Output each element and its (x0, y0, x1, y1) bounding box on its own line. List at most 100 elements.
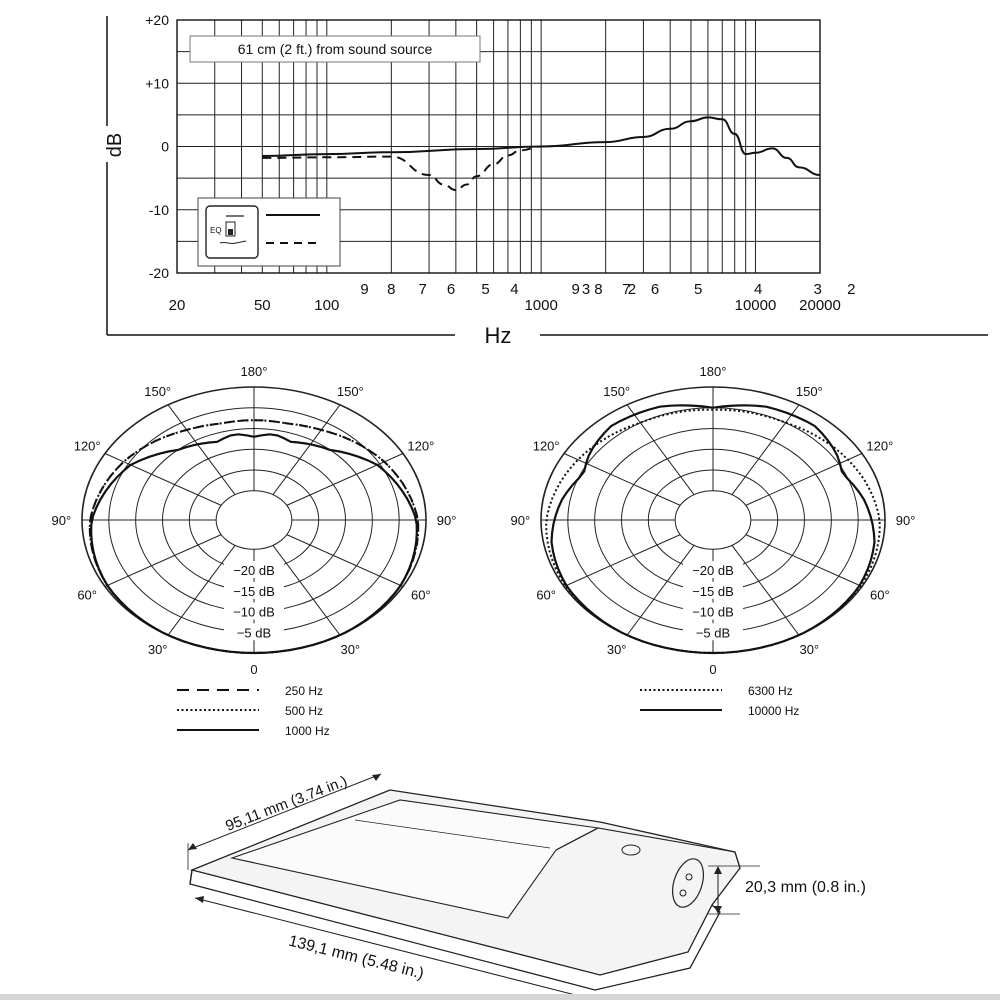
polar-angle-label: 60° (77, 587, 97, 602)
polar-spoke (104, 534, 222, 587)
y-tick-label: +20 (145, 12, 169, 28)
device-front-edge (189, 869, 193, 885)
device-rear-module (555, 827, 741, 869)
y-tick-label: +10 (145, 75, 169, 91)
polar-angle-label: 0 (709, 662, 716, 677)
ring-label-bg (683, 581, 743, 599)
polar-spoke (563, 453, 681, 506)
polar-curve-1000-hz (90, 433, 418, 655)
x-minor-tick-label: 3 (582, 281, 590, 298)
polar-curve-10000-hz (550, 404, 876, 655)
polar-ring-label: −15 dB (692, 584, 734, 599)
polar-angle-label: 180° (241, 364, 268, 379)
x-minor-tick-label: 8 (594, 281, 602, 298)
y-tick-label: 0 (161, 139, 169, 155)
x-tick-label: 100 (314, 297, 339, 314)
polar-angle-label: 30° (799, 642, 819, 657)
polar-angle-label: 120° (533, 439, 560, 454)
legend-label: 10000 Hz (748, 704, 799, 718)
polar-ring-label: −20 dB (692, 563, 734, 578)
polar-angle-label: 90° (52, 513, 72, 528)
y-axis-label: dB (104, 133, 126, 157)
length-arrow (195, 896, 204, 903)
y-tick-labels: +20+100-10-20 (145, 12, 169, 281)
frequency-response-chart: 61 cm (2 ft.) from sound source EQ +20 +1… (101, 12, 988, 348)
x-minor-tick-label: 5 (694, 281, 702, 298)
x-minor-tick-label: 6 (651, 281, 659, 298)
polar-ring-label: −10 dB (692, 605, 734, 620)
polar-labels-left: 180°150°150°120°120°90°90°60°60°30°30°0−… (52, 364, 457, 677)
legend-label: 500 Hz (285, 704, 323, 718)
polar-ring-label: −15 dB (233, 584, 275, 599)
x-minor-tick-label: 2 (628, 281, 636, 298)
polar-ring (215, 490, 293, 550)
polar-ring-label: −10 dB (233, 605, 275, 620)
polar-spoke (626, 545, 695, 636)
polar-spoke (167, 404, 236, 495)
polar-series-right (545, 404, 881, 655)
legend-label: 1000 Hz (285, 724, 330, 738)
height-dimension-text: 20,3 mm (0.8 in.) (745, 879, 866, 896)
polar-legend-right: 6300 Hz 10000 Hz (640, 684, 799, 718)
legend-label: 6300 Hz (748, 684, 793, 698)
polar-angle-label: 120° (407, 439, 434, 454)
x-minor-tick-label: 3 (813, 281, 821, 298)
polar-pattern-high-frequencies: 180°150°150°120°120°90°90°60°60°30°30°0−… (511, 364, 916, 677)
polar-angle-label: 30° (340, 642, 360, 657)
response-line-solid (262, 116, 821, 176)
polar-spoke (745, 534, 863, 587)
x-minor-tick-label: 5 (481, 281, 489, 298)
polar-angle-label: 120° (866, 439, 893, 454)
polar-angle-label: 90° (896, 513, 916, 528)
x-tick-label: 1000 (524, 297, 557, 314)
device-led-indicator (621, 844, 641, 856)
polar-angle-label: 90° (437, 513, 457, 528)
polar-pattern-low-frequencies: 180°150°150°120°120°90°90°60°60°30°30°0−… (52, 364, 457, 677)
ring-label-bg (683, 602, 743, 620)
eq-switch-knob (228, 229, 233, 235)
x-minor-tick-label: 8 (387, 281, 395, 298)
annotation-box (189, 35, 481, 63)
ring-label-bg (224, 581, 284, 599)
device-screw-icon (685, 873, 693, 881)
polar-angle-label: 60° (870, 587, 890, 602)
polar-labels-right: 180°150°150°120°120°90°90°60°60°30°30°0−… (511, 364, 916, 677)
polar-ring (674, 490, 752, 550)
y-tick-label: -20 (149, 265, 169, 281)
x-tick-label: 50 (254, 297, 271, 314)
polar-spoke (272, 545, 341, 636)
polar-angle-label: 90° (511, 513, 531, 528)
eq-label: EQ (210, 226, 222, 235)
polar-spoke (731, 545, 800, 636)
polar-angle-label: 150° (603, 384, 630, 399)
bottom-band (0, 994, 1000, 1000)
ring-label-bg (224, 561, 284, 579)
polar-spoke (563, 534, 681, 587)
x-tick-label: 20 (169, 297, 186, 314)
device-connector-panel (672, 858, 704, 908)
annotation-text: 61 cm (2 ft.) from sound source (238, 41, 433, 57)
legend-label: 250 Hz (285, 684, 323, 698)
x-minor-tick-label: 4 (510, 281, 518, 298)
polar-angle-label: 0 (250, 662, 257, 677)
length-dimension-line (194, 897, 596, 1000)
x-minor-tick-label: 7 (622, 281, 630, 298)
polar-spoke (286, 534, 404, 587)
ylabel-gap (101, 126, 115, 162)
ring-label-bg (224, 602, 284, 620)
polar-spoke (104, 453, 222, 506)
polar-angle-label: 120° (74, 439, 101, 454)
x-tick-label: 20000 (799, 297, 841, 314)
polar-angle-label: 150° (796, 384, 823, 399)
x-axis-label: Hz (485, 323, 512, 348)
device-dimension-drawing (187, 773, 760, 1000)
polar-legend-left: 250 Hz 500 Hz 1000 Hz (177, 684, 330, 738)
polar-angle-label: 60° (411, 587, 431, 602)
ring-label-bg (683, 623, 743, 641)
polar-angle-label: 180° (700, 364, 727, 379)
polar-spoke (731, 404, 800, 495)
x-minor-tick-label: 7 (418, 281, 426, 298)
polar-spoke (745, 453, 863, 506)
